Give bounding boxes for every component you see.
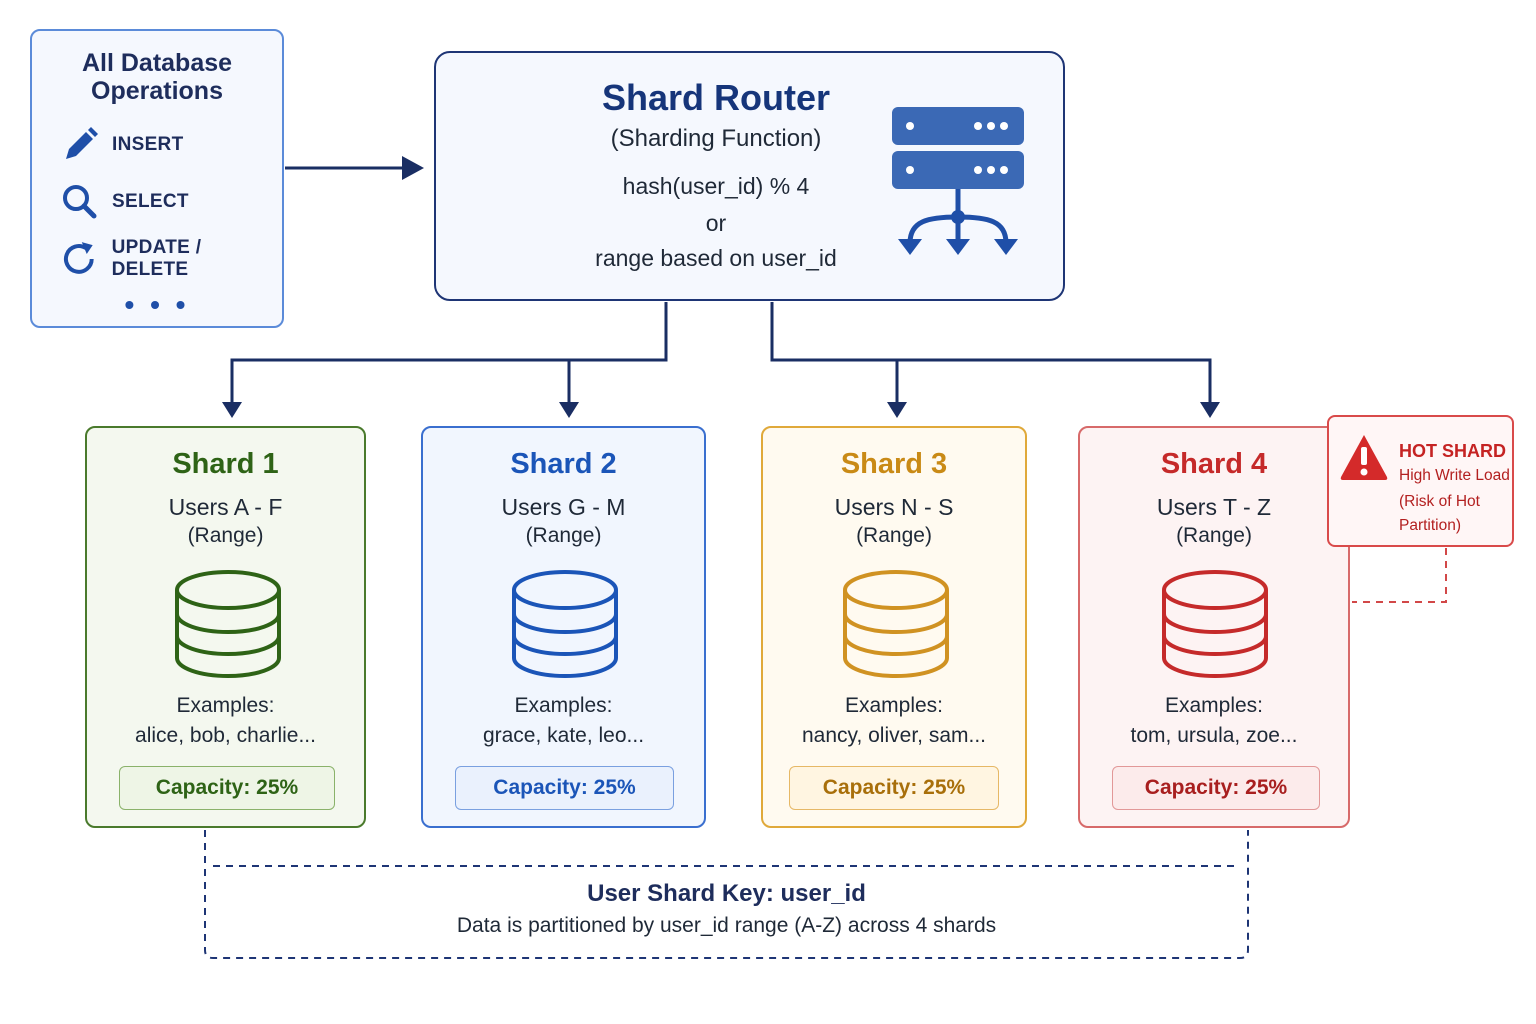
shard-router: Shard Router (Sharding Function) hash(us…: [434, 51, 1065, 301]
shard-name: Shard 3: [840, 448, 948, 480]
hot-shard-connector: [1352, 548, 1447, 603]
shard-name: Shard 1: [172, 448, 279, 480]
shard-users-range: Users T - Z: [1156, 494, 1272, 520]
hot-shard-line2: (Risk of Hot: [1399, 493, 1480, 510]
examples-value: nancy, oliver, sam...: [801, 724, 987, 747]
examples-label: Examples:: [176, 694, 275, 717]
shard-1: Shard 1 Users A - F (Range) Examples: al…: [85, 426, 366, 828]
op-update-delete: UPDATE / DELETE: [60, 237, 282, 280]
shard-type: (Range): [187, 524, 264, 547]
database-icon: [512, 570, 618, 678]
shard-name: Shard 2: [510, 448, 617, 480]
examples-label: Examples:: [514, 694, 613, 717]
hot-shard-callout: HOT SHARD High Write Load (Risk of Hot P…: [1327, 415, 1514, 547]
server-router-icon: [892, 107, 1024, 255]
shard-key-box: User Shard Key: user_id Data is partitio…: [205, 866, 1248, 958]
capacity-badge: Capacity: 25%: [1112, 766, 1320, 810]
hot-shard-line1: High Write Load: [1399, 467, 1510, 484]
shard-key-description: Data is partitioned by user_id range (A-…: [456, 914, 997, 937]
more-operations-ellipsis: • • •: [124, 289, 190, 320]
op-select: SELECT: [60, 182, 189, 222]
router-to-shard4-line: [770, 302, 1212, 402]
shard-type: (Range): [856, 524, 932, 547]
shard-users-range: Users A - F: [168, 494, 283, 520]
shard-type: (Range): [525, 524, 602, 547]
capacity-badge: Capacity: 25%: [789, 766, 999, 810]
shard-4: Shard 4 Users T - Z (Range) Examples: to…: [1078, 426, 1350, 828]
router-subtitle: (Sharding Function): [610, 125, 822, 152]
operations-panel: All Database Operations INSERT SELECT UP…: [30, 29, 284, 328]
router-formula: hash(user_id) % 4: [622, 173, 810, 199]
router-title: Shard Router: [601, 77, 831, 118]
examples-value: alice, bob, charlie...: [135, 724, 316, 747]
database-icon: [843, 570, 949, 678]
shard-key-title: User Shard Key: user_id: [587, 880, 866, 907]
warning-icon: [1340, 435, 1388, 480]
hot-shard-line3: Partition): [1399, 517, 1462, 534]
database-icon: [175, 570, 281, 678]
examples-label: Examples:: [844, 694, 944, 717]
examples-value: tom, ursula, zoe...: [1130, 724, 1298, 747]
database-icon: [1162, 570, 1268, 678]
examples-label: Examples:: [1164, 694, 1264, 717]
router-or: or: [705, 210, 727, 236]
shard-users-range: Users N - S: [834, 494, 954, 520]
capacity-badge: Capacity: 25%: [455, 766, 674, 810]
pencil-icon: [66, 127, 98, 159]
shard-3: Shard 3 Users N - S (Range) Examples: na…: [761, 426, 1027, 828]
shard-name: Shard 4: [1160, 448, 1268, 480]
router-to-shard1-line: [230, 302, 668, 402]
shard-type: (Range): [1176, 524, 1252, 547]
refresh-icon: [63, 242, 94, 274]
operations-title: All Database Operations: [81, 49, 233, 105]
examples-value: grace, kate, leo...: [482, 724, 645, 747]
capacity-badge: Capacity: 25%: [119, 766, 335, 810]
shard-2: Shard 2 Users G - M (Range) Examples: gr…: [421, 426, 706, 828]
shard-users-range: Users G - M: [501, 494, 626, 520]
op-insert: INSERT: [60, 125, 183, 165]
search-icon: [63, 185, 97, 219]
router-alternative: range based on user_id: [595, 245, 837, 271]
hot-shard-title: HOT SHARD: [1399, 441, 1506, 461]
